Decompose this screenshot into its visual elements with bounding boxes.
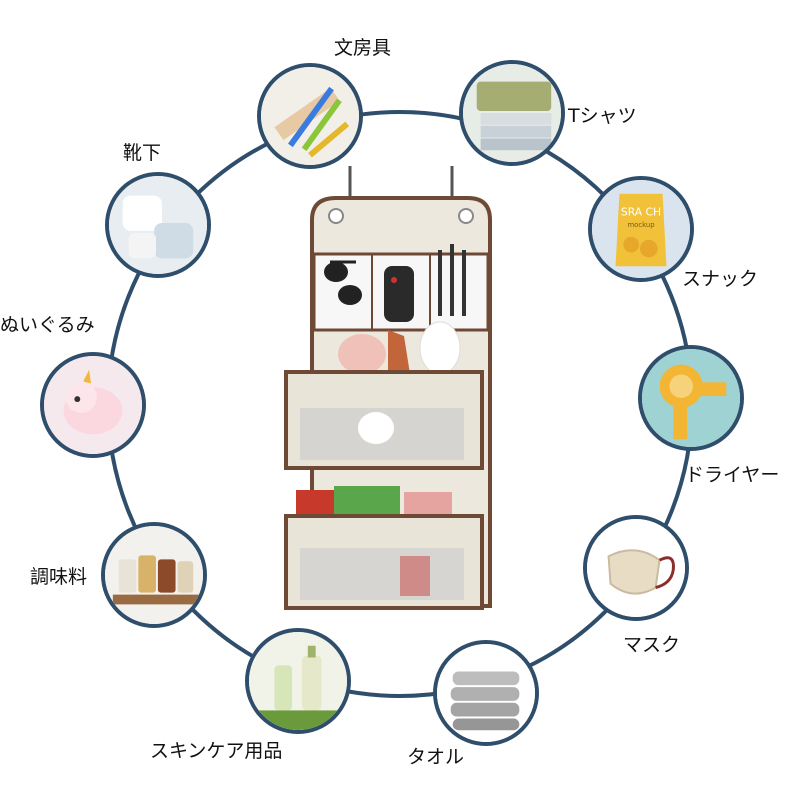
label-mask: マスク	[623, 634, 681, 656]
unicorn-plush-icon	[44, 356, 142, 454]
skincare-bottles-icon	[249, 632, 347, 730]
label-stationery: 文房具	[334, 37, 392, 59]
tshirt-thumbnail	[459, 60, 565, 166]
socks-thumbnail	[105, 172, 211, 278]
skincare-thumbnail	[245, 628, 351, 734]
seasoning-thumbnail	[101, 522, 207, 628]
label-plush: ぬいぐるみ	[0, 314, 95, 336]
snack-bag-brand: SRA CH	[621, 205, 661, 218]
pencil-ruler-icon	[261, 67, 359, 165]
spice-jars-icon	[105, 526, 203, 624]
towel-thumbnail	[433, 640, 539, 746]
label-tshirt: Tシャツ	[568, 105, 637, 127]
stationery-thumbnail	[257, 63, 363, 169]
label-snack: スナック	[682, 268, 759, 290]
snack-bag-icon: SRA CH mockup	[592, 180, 690, 278]
face-mask-icon	[587, 519, 685, 617]
snack-bag-subtext: mockup	[627, 221, 654, 229]
dryer-thumbnail	[638, 345, 744, 451]
label-socks: 靴下	[123, 142, 162, 164]
towel-stack-icon	[437, 644, 535, 742]
label-seasoning: 調味料	[30, 566, 88, 588]
plush-thumbnail	[40, 352, 146, 458]
folded-socks-icon	[109, 176, 207, 274]
folded-shirts-icon	[463, 64, 561, 162]
hair-dryer-icon	[642, 349, 740, 447]
label-skincare: スキンケア用品	[150, 740, 283, 762]
snack-thumbnail: SRA CH mockup	[588, 176, 694, 282]
mask-thumbnail	[583, 515, 689, 621]
label-towel: タオル	[407, 746, 465, 768]
label-dryer: ドライヤー	[685, 464, 780, 486]
